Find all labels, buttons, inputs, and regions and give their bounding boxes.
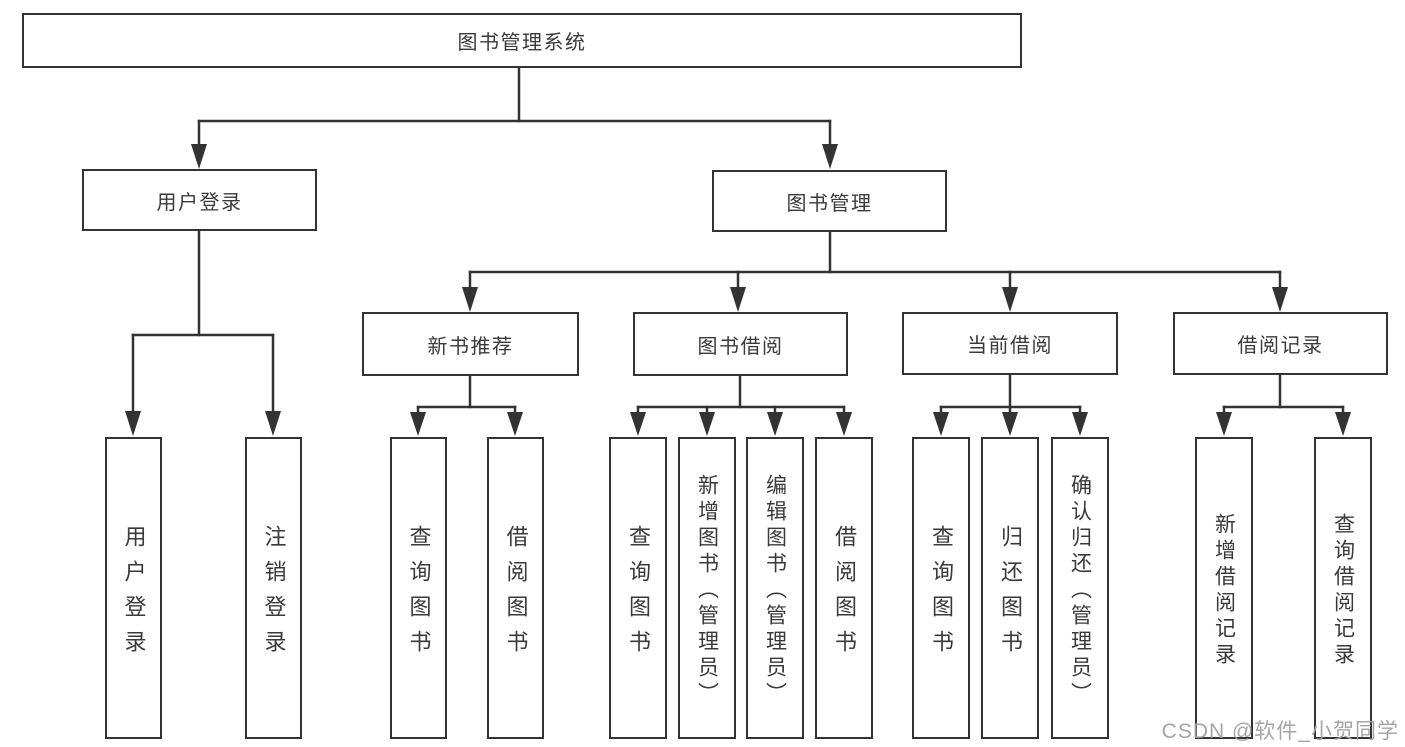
node-label: 新书推荐 (427, 335, 514, 358)
arrow-down-icon (699, 412, 715, 436)
node-label: 用户登录 (121, 524, 147, 665)
arrow-down-icon (507, 412, 523, 436)
leaf-logout: 注销登录 (245, 437, 302, 739)
arrow-down-icon (1335, 412, 1351, 436)
leaf-borrow-books: 借阅图书 (815, 437, 873, 739)
arrow-down-icon (836, 412, 852, 436)
node-new-book-recommend: 新书推荐 (362, 312, 579, 376)
arrow-down-icon (191, 144, 207, 169)
node-book-management: 图书管理 (712, 170, 947, 232)
arrow-down-icon (767, 412, 783, 436)
arrow-down-icon (822, 144, 838, 169)
arrow-down-icon (1002, 412, 1018, 436)
node-label: 编辑图书（管理员） (763, 473, 787, 708)
leaf-query-books-recommend: 查询图书 (390, 437, 447, 739)
arrow-down-icon (265, 411, 281, 436)
leaf-query-books-current: 查询图书 (912, 437, 970, 739)
arrow-down-icon (1272, 287, 1288, 312)
connector-current-borrow-children (933, 373, 1088, 436)
node-label: 借阅图书 (503, 524, 529, 665)
node-label: 查询图书 (929, 524, 954, 665)
arrow-down-icon (1216, 412, 1232, 436)
node-label: 借阅图书 (832, 524, 857, 665)
leaf-return-book: 归还图书 (981, 437, 1039, 739)
arrow-down-icon (630, 412, 646, 436)
node-label: 新增借阅记录 (1212, 512, 1236, 669)
leaf-confirm-return-admin: 确认归还（管理员） (1051, 437, 1109, 739)
arrow-down-icon (1002, 287, 1018, 312)
node-label: 查询借阅记录 (1331, 512, 1355, 669)
connector-book-management-children (462, 230, 1288, 312)
arrow-down-icon (933, 412, 949, 436)
node-label: 图书借阅 (697, 335, 784, 358)
arrow-down-icon (410, 412, 426, 436)
connector-root-children (191, 66, 838, 169)
node-label: 查询图书 (626, 524, 651, 665)
node-label: 查询图书 (406, 524, 432, 665)
connector-user-login-children (125, 229, 281, 436)
arrow-down-icon (1072, 412, 1088, 436)
connector-borrow-records-children (1216, 373, 1351, 436)
node-root: 图书管理系统 (22, 13, 1022, 68)
leaf-user-login: 用户登录 (105, 437, 162, 739)
leaf-query-borrow-record: 查询借阅记录 (1314, 437, 1372, 739)
node-borrow-records: 借阅记录 (1173, 312, 1388, 375)
leaf-edit-book-admin: 编辑图书（管理员） (746, 437, 804, 739)
node-label: 用户登录 (156, 191, 243, 214)
node-label: 归还图书 (998, 524, 1023, 665)
node-user-login: 用户登录 (82, 169, 317, 231)
leaf-borrow-books-recommend: 借阅图书 (487, 437, 544, 739)
node-label: 新增图书（管理员） (695, 473, 719, 708)
arrow-down-icon (730, 287, 746, 312)
node-label: 图书管理系统 (457, 32, 587, 54)
leaf-add-book-admin: 新增图书（管理员） (678, 437, 736, 739)
node-label: 图书管理 (786, 192, 873, 215)
leaf-query-books-borrow: 查询图书 (609, 437, 667, 739)
arrow-down-icon (125, 411, 141, 436)
node-book-borrow: 图书借阅 (633, 312, 848, 376)
node-label: 注销登录 (261, 524, 287, 665)
arrow-down-icon (462, 287, 478, 312)
node-label: 确认归还（管理员） (1068, 473, 1092, 708)
node-label: 当前借阅 (967, 335, 1053, 357)
leaf-add-borrow-record: 新增借阅记录 (1195, 437, 1253, 739)
connector-new-book-children (410, 374, 523, 436)
node-current-borrow: 当前借阅 (902, 312, 1118, 375)
node-label: 借阅记录 (1237, 335, 1324, 357)
connector-book-borrow-children (630, 374, 852, 436)
